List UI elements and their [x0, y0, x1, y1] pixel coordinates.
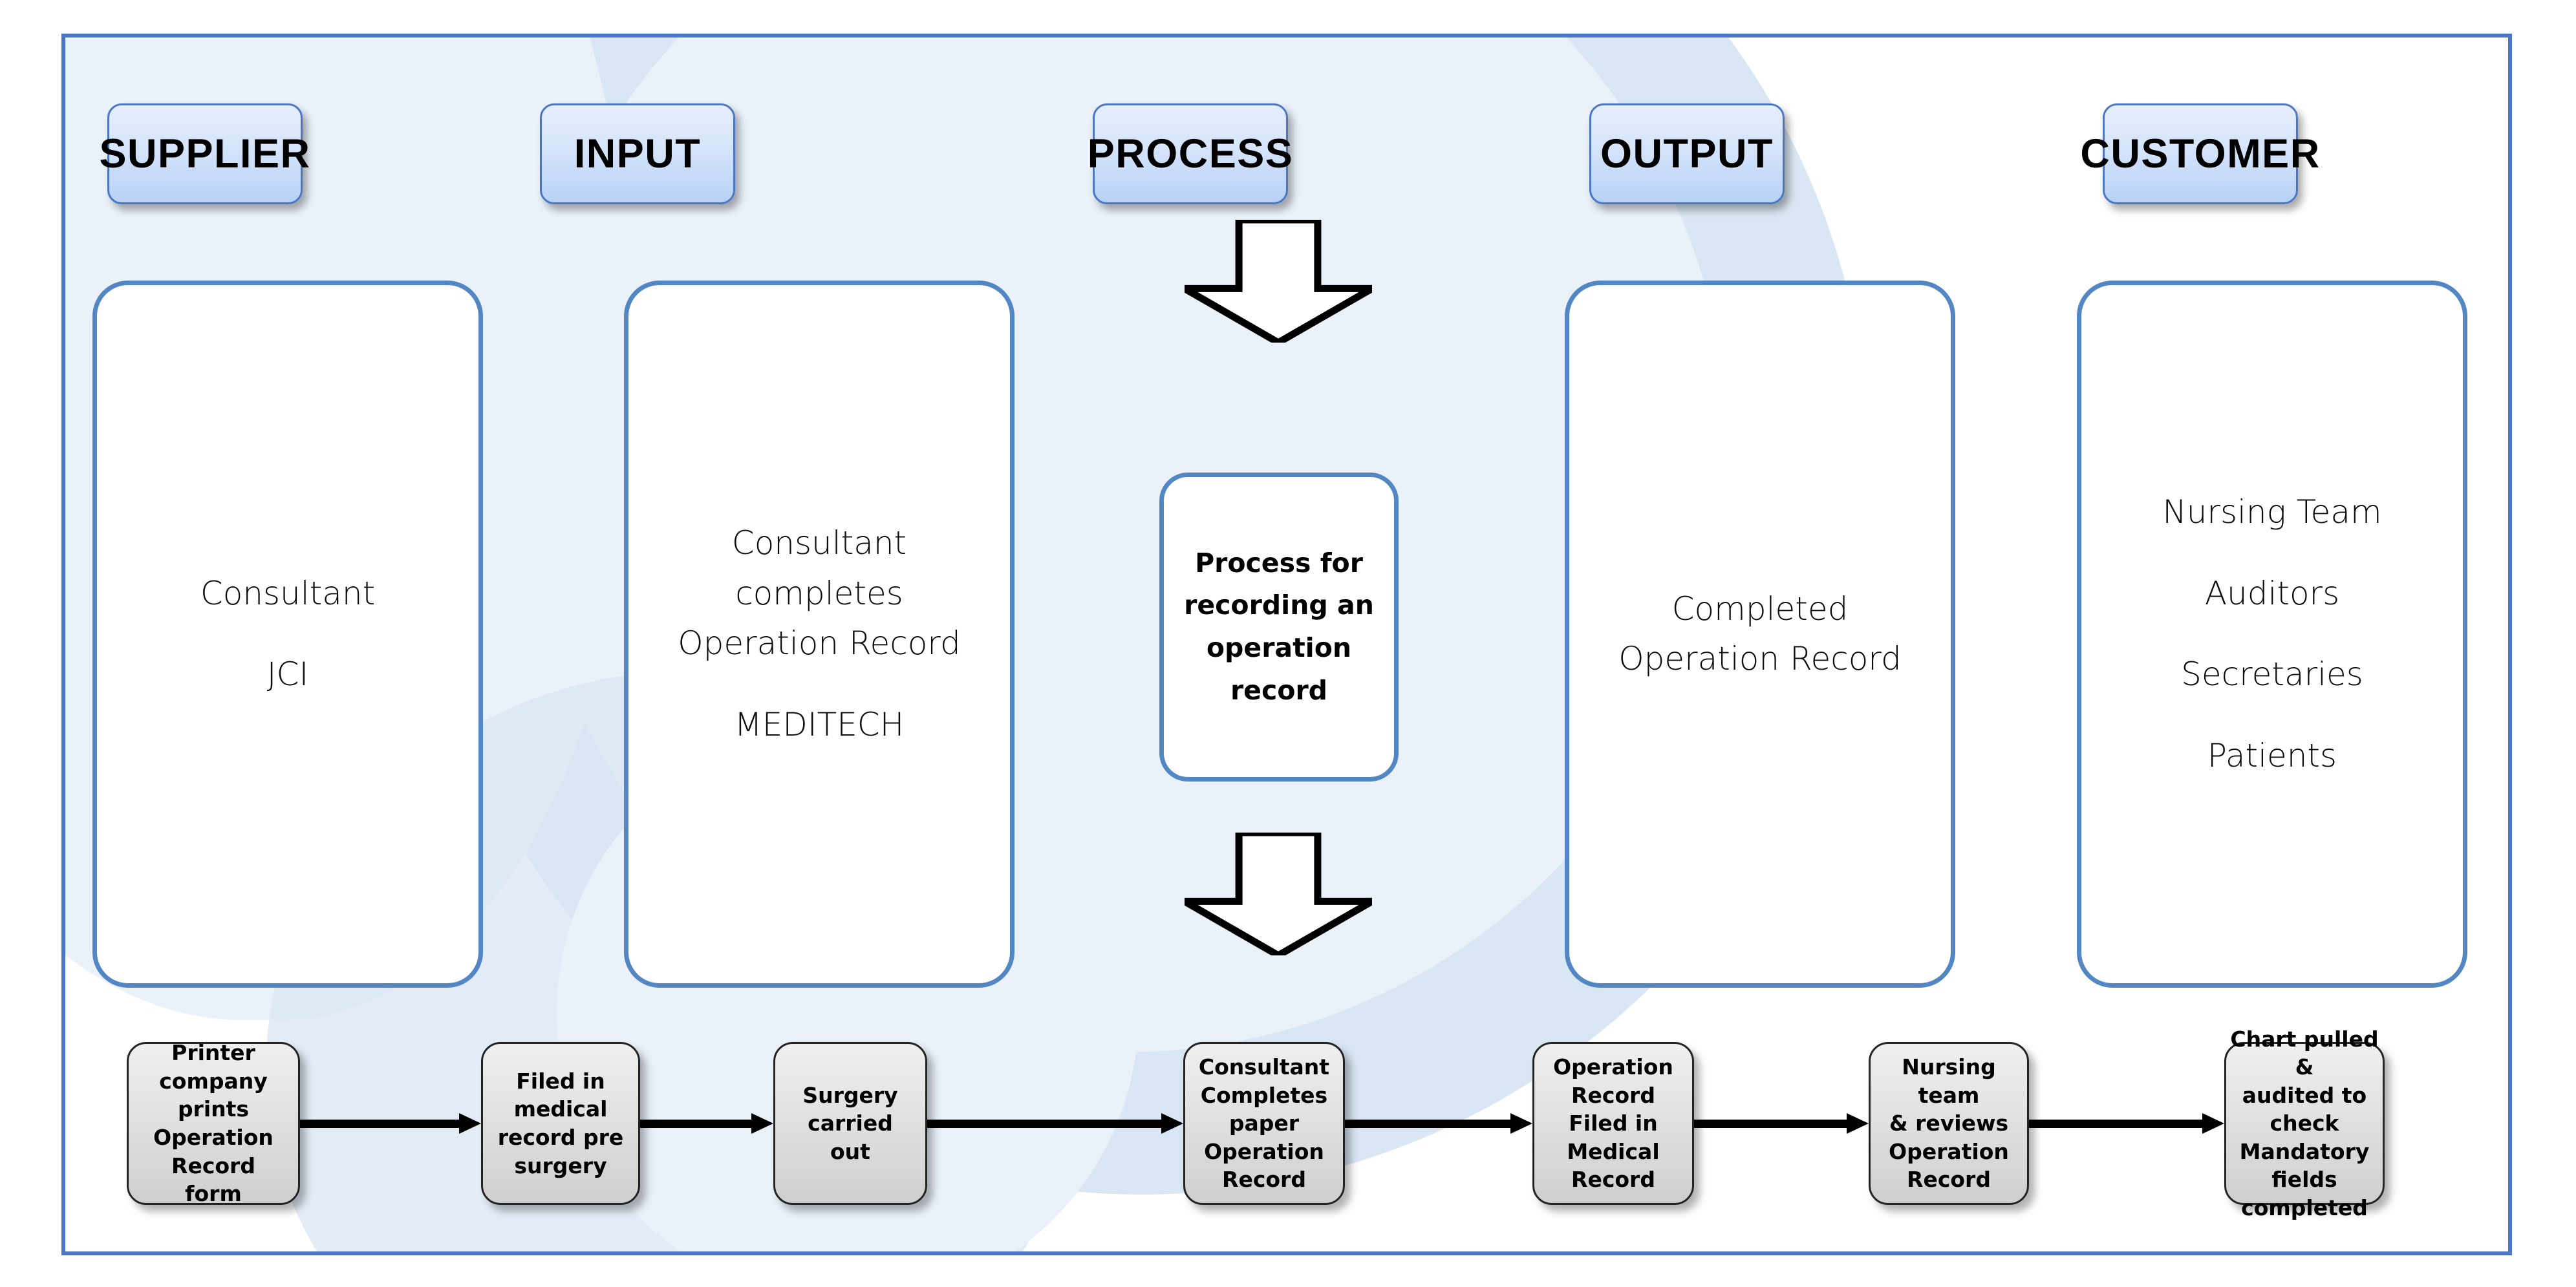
chain-connector-arrow: [927, 1113, 1183, 1134]
column-header-supplier[interactable]: SUPPLIER: [99, 103, 310, 204]
column-header-process-label: PROCESS: [1087, 131, 1294, 176]
column-header-output-label: OUTPUT: [1600, 131, 1774, 176]
column-header-output[interactable]: OUTPUT: [1589, 103, 1785, 204]
chain-connector-arrow: [300, 1113, 481, 1134]
chain-connector-head: [1161, 1113, 1183, 1134]
column-header-process[interactable]: PROCESS: [1088, 103, 1293, 204]
chain-connector-arrow: [1345, 1113, 1532, 1134]
column-header-input[interactable]: INPUT: [540, 103, 735, 204]
column-header-customer[interactable]: CUSTOMER: [2080, 103, 2319, 204]
chain-connector-shaft: [1694, 1120, 1847, 1128]
column-header-customer-label: CUSTOMER: [2080, 131, 2321, 176]
chain-connector-head: [459, 1113, 481, 1134]
column-header-input-label: INPUT: [574, 131, 702, 176]
chain-connector-shaft: [640, 1120, 752, 1128]
down-block-arrow-top: [1171, 216, 1386, 347]
column-header-supplier-label: SUPPLIER: [99, 131, 311, 176]
chain-connector-shaft: [2029, 1120, 2203, 1128]
chain-connector-head: [1847, 1113, 1869, 1134]
chain-connector-shaft: [927, 1120, 1162, 1128]
chain-connector-arrow: [2029, 1113, 2224, 1134]
chain-connector-arrow: [640, 1113, 773, 1134]
down-block-arrow-bottom: [1171, 829, 1386, 960]
chain-connector-shaft: [1345, 1120, 1511, 1128]
chain-connector-arrow: [1694, 1113, 1869, 1134]
chain-connector-head: [2202, 1113, 2224, 1134]
chain-connector-head: [1510, 1113, 1532, 1134]
chain-connector-head: [751, 1113, 773, 1134]
chain-connector-shaft: [300, 1120, 460, 1128]
diagram-frame: SUPPLIER INPUT PROCESS OUTPUT CUSTOMER Consul…: [61, 34, 2512, 1255]
